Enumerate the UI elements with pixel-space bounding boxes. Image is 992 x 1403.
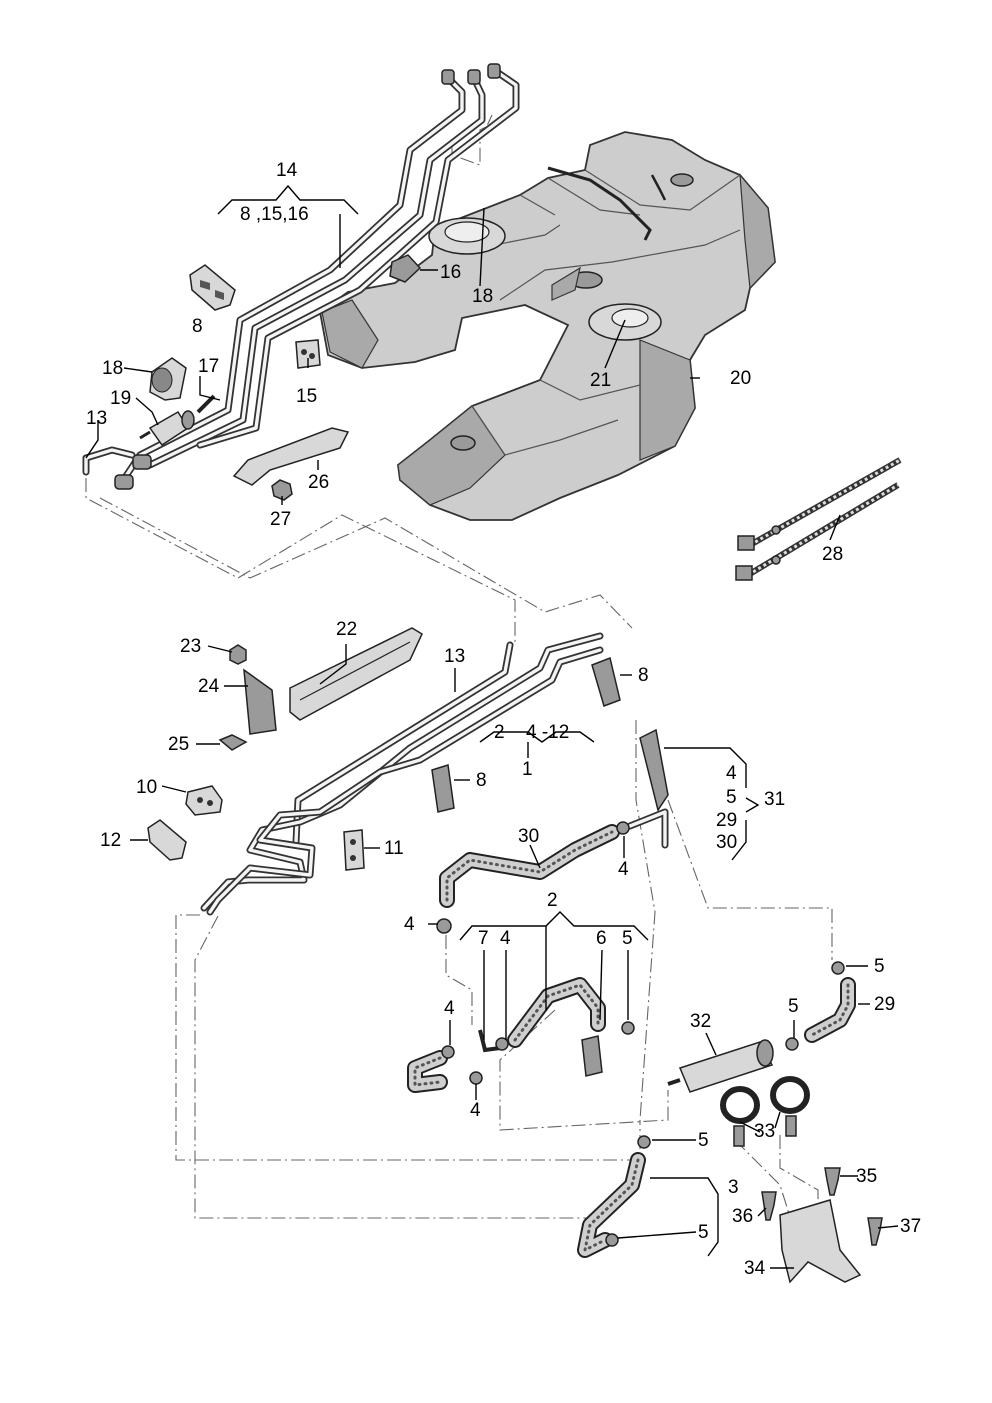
nut-23: [229, 644, 247, 665]
label-5-filter: 5: [788, 996, 799, 1017]
label-36: 36: [732, 1206, 753, 1227]
label-2-hose: 2: [547, 890, 558, 911]
label-5-hose29: 5: [874, 956, 885, 977]
label-16: 16: [440, 262, 461, 283]
clip-10: [185, 785, 223, 816]
label-6: 6: [596, 928, 607, 949]
leader-lines: [85, 184, 899, 1269]
label-2-assembly: 2: [494, 722, 505, 743]
label-7: 7: [478, 928, 489, 949]
hose-2: [407, 977, 606, 1093]
clip-16: [389, 254, 422, 283]
holder-8-middle: [431, 656, 621, 813]
grommet-18: [149, 357, 187, 401]
label-37: 37: [900, 1216, 921, 1237]
brackets-33: [720, 1076, 810, 1147]
label-28: 28: [822, 544, 843, 565]
label-27: 27: [270, 509, 291, 530]
hose-clamps: [436, 821, 845, 1247]
clip-11: [343, 829, 365, 871]
label-30: 30: [518, 826, 539, 847]
label-24: 24: [198, 676, 220, 697]
label-26: 26: [308, 472, 329, 493]
label-14-contents: 8 ,15,16: [240, 204, 309, 225]
bracket-34: [779, 1199, 862, 1284]
filter-19: [139, 410, 195, 447]
bolt-37: [867, 1217, 883, 1246]
label-21: 21: [590, 370, 611, 391]
label-11: 11: [384, 838, 404, 859]
label-4-12: 4 -12: [526, 722, 569, 743]
bolt-25: [218, 734, 248, 751]
bolt-36: [761, 1191, 777, 1221]
label-5-hose3-lower: 5: [698, 1222, 709, 1243]
line-13-upper: [82, 446, 136, 476]
line-31: [626, 728, 669, 849]
label-17: 17: [198, 356, 219, 377]
label-34: 34: [744, 1258, 766, 1279]
label-31: 31: [764, 789, 785, 810]
connector-17: [196, 394, 216, 414]
label-13-upper: 13: [86, 408, 107, 429]
label-12: 12: [100, 830, 121, 851]
fuel-line-assembly-1: [200, 632, 604, 916]
label-8-upper: 8: [192, 316, 203, 337]
nut-27: [271, 479, 293, 501]
label-4-hose2: 4: [500, 928, 511, 949]
hose-3: [577, 1152, 646, 1258]
label-18-grommet: 18: [102, 358, 123, 379]
label-1: 1: [522, 759, 533, 780]
label-31-item-29: 29: [716, 810, 737, 831]
label-5-hose3-upper: 5: [698, 1130, 709, 1151]
bolt-35: [824, 1167, 841, 1196]
label-33: 33: [754, 1121, 775, 1142]
label-31-item-5: 5: [726, 787, 737, 808]
label-8-right: 8: [638, 665, 649, 686]
label-14: 14: [276, 160, 298, 181]
label-8-middle: 8: [476, 770, 487, 791]
label-10: 10: [136, 777, 157, 798]
heat-shield-26: [232, 427, 350, 486]
label-25: 25: [168, 734, 189, 755]
label-35: 35: [856, 1166, 877, 1187]
label-13-lower: 13: [444, 646, 465, 667]
label-22: 22: [336, 619, 357, 640]
label-31-item-4: 4: [726, 763, 737, 784]
filter-32: [667, 1039, 774, 1093]
label-15: 15: [296, 386, 317, 407]
hose-30: [439, 824, 620, 908]
hose-29: [804, 977, 856, 1043]
bracket-24: [243, 668, 277, 735]
label-4-hose30: 4: [618, 859, 629, 880]
part-labels: 14 8 ,15,16 16 18 8 15 18 17 19 13 20 21…: [86, 160, 921, 1279]
label-3: 3: [728, 1177, 739, 1198]
label-23: 23: [180, 636, 201, 657]
label-5-hose2: 5: [622, 928, 633, 949]
label-4-bottom: 4: [470, 1100, 481, 1121]
label-31-item-30: 30: [716, 832, 737, 853]
heat-shield-22: [289, 627, 423, 721]
clip-12: [147, 819, 187, 861]
label-4-left: 4: [444, 998, 455, 1019]
label-20: 20: [730, 368, 751, 389]
label-18-tank: 18: [472, 286, 493, 307]
clip-15: [295, 339, 321, 369]
label-4-clamp: 4: [404, 914, 415, 935]
fuel-tank: [319, 131, 776, 521]
straps-28: [735, 457, 902, 581]
holder-8-upper: [189, 264, 236, 311]
upper-fuel-lines: [114, 63, 520, 490]
label-32: 32: [690, 1011, 711, 1032]
label-29: 29: [874, 994, 895, 1015]
label-19: 19: [110, 388, 131, 409]
